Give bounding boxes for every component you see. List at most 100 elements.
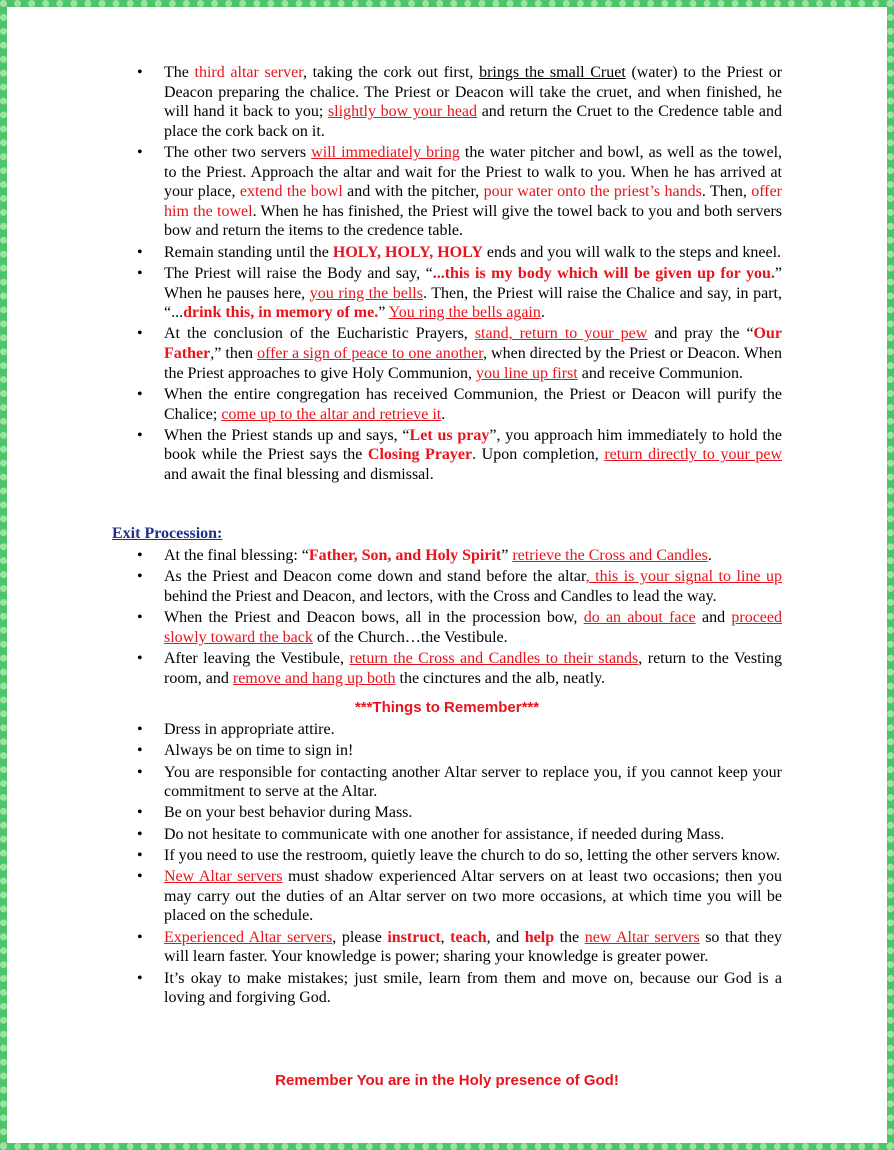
text-run: As the Priest and Deacon come down and s…: [164, 568, 586, 586]
list-item: At the conclusion of the Eucharistic Pra…: [137, 324, 783, 383]
list-item: Always be on time to sign in!: [137, 741, 782, 761]
text-run: . When he has finished, the Priest will …: [164, 202, 783, 240]
text-run: and pray the “: [647, 325, 754, 343]
list-item: Experienced Altar servers, please instru…: [137, 928, 783, 967]
text-run: brings the small Cruet: [479, 64, 626, 81]
text-run: return the Cross and Candles to their st…: [349, 650, 639, 668]
list-item: Be on your best behavior during Mass.: [137, 803, 782, 823]
list-item: When the Priest stands up and says, “Let…: [137, 426, 782, 485]
list-item: It’s okay to make mistakes; just smile, …: [137, 969, 782, 1008]
text-run: pour water onto the priest’s hands: [483, 183, 702, 201]
text-run: the cinctures and the alb, neatly.: [395, 669, 606, 687]
text-run: At the final blessing: “: [164, 547, 309, 564]
text-run: Father, Son, and Holy Spirit: [308, 547, 502, 564]
text-run: . Upon completion,: [472, 446, 605, 464]
list-item: The third altar server, taking the cork …: [137, 63, 783, 141]
text-run: , when directed by the Priest or Deacon.…: [164, 345, 783, 382]
text-run: teach: [450, 928, 487, 946]
list-item: You are responsible for contacting anoth…: [137, 763, 782, 802]
text-run: proceed slowly toward the back: [164, 609, 783, 646]
text-run: behind the Priest and Deacon, and lector…: [164, 587, 717, 605]
text-run: and with the pitcher,: [342, 183, 484, 201]
text-run: When the entire congregation has receive…: [164, 385, 782, 423]
text-run: . Then, the Priest will raise the Chalic…: [164, 284, 782, 322]
text-run: , return to the Vesting room, and: [164, 650, 783, 687]
text-run: and return the Cruet to the Credence tab…: [164, 103, 783, 140]
text-run: drink this, in memory of me.: [183, 304, 379, 322]
text-run: ...this is my body which will be given u…: [432, 265, 775, 282]
text-run: ”: [501, 547, 513, 564]
text-run: ”: [378, 304, 389, 322]
text-run: The other two servers: [164, 144, 312, 162]
text-run: offer a sign of peace to one another: [257, 345, 483, 363]
text-run: After leaving the Vestibule,: [164, 650, 350, 668]
text-run: instruct: [387, 928, 441, 946]
text-run: You are responsible for contacting anoth…: [164, 763, 782, 801]
list-item: The Priest will raise the Body and say, …: [137, 264, 782, 323]
text-run: slightly bow your head: [327, 103, 478, 121]
text-run: .: [441, 405, 446, 423]
text-run: ”, you approach him immediately to hold …: [164, 426, 782, 464]
text-run: must shadow experienced Altar servers on…: [164, 868, 783, 925]
closing-statement: Remember You are in the Holy presence of…: [275, 1072, 619, 1089]
text-run: third altar server: [194, 64, 303, 81]
text-run: remove and hang up both: [232, 669, 396, 687]
list-item: If you need to use the restroom, quietly…: [137, 846, 782, 866]
text-run: You ring the bells again: [388, 304, 541, 322]
text-run: Let us pray: [409, 426, 490, 444]
list-item: Do not hesitate to communicate with one …: [137, 825, 782, 845]
text-run: you ring the bells: [309, 284, 423, 302]
text-run: extend the bowl: [239, 183, 343, 201]
text-run: Do not hesitate to communicate with one …: [164, 825, 725, 843]
text-run: If you need to use the restroom, quietly…: [164, 847, 781, 864]
text-run: do an about face: [583, 609, 696, 627]
list-item: When the Priest and Deacon bows, all in …: [137, 608, 783, 647]
mass-duties-list: The third altar server, taking the cork …: [0, 63, 782, 486]
list-item: At the final blessing: “Father, Son, and…: [137, 546, 782, 566]
exit-procession-heading: Exit Procession:: [112, 525, 223, 542]
text-run: Closing Prayer: [367, 446, 473, 464]
text-run: return directly to your pew: [604, 446, 782, 464]
list-item: As the Priest and Deacon come down and s…: [137, 567, 782, 606]
text-run: Our Father: [164, 325, 782, 363]
text-run: The: [164, 64, 195, 81]
text-run: It’s okay to make mistakes; just smile, …: [164, 969, 782, 1007]
text-run: HOLY, HOLY, HOLY: [332, 243, 483, 261]
text-run: .: [540, 304, 545, 322]
text-run: of the Church…the Vestibule.: [312, 628, 508, 646]
text-run: Dress in appropriate attire.: [164, 721, 335, 738]
text-run: the: [554, 928, 585, 946]
text-run: , and: [486, 928, 525, 946]
text-run: Experienced Altar servers: [164, 928, 333, 946]
text-run: will immediately bring: [311, 144, 460, 162]
text-run: New Altar servers: [164, 868, 283, 886]
things-to-remember-list: Dress in appropriate attire. Always be on…: [0, 720, 782, 1010]
text-run: new Altar servers: [584, 928, 700, 946]
text-run: you line up first: [475, 364, 578, 382]
text-run: retrieve the Cross and Candles: [512, 547, 708, 564]
exit-procession-list: At the final blessing: “Father, Son, and…: [0, 546, 782, 690]
list-item: After leaving the Vestibule, return the …: [137, 649, 783, 688]
text-run: When the Priest and Deacon bows, all in …: [164, 609, 584, 627]
list-item: Dress in appropriate attire.: [137, 720, 782, 740]
text-run: so that they will learn faster. Your kno…: [164, 928, 783, 966]
text-run: help: [524, 928, 555, 946]
text-run: ,: [440, 928, 451, 946]
list-item: The other two servers will immediately b…: [137, 143, 783, 241]
text-run: stand, return to your pew: [474, 325, 648, 343]
text-run: (water) to the Priest or Deacon preparin…: [164, 64, 783, 121]
text-run: come up to the altar and retrieve it: [221, 405, 442, 423]
text-run: Always be on time to sign in!: [164, 742, 354, 760]
text-run: the water pitcher and bowl, as well as t…: [164, 144, 783, 201]
text-run: At the conclusion of the Eucharistic Pra…: [164, 325, 475, 343]
text-run: , this is your signal to line up: [585, 568, 782, 586]
text-run: .: [707, 547, 712, 564]
text-run: When the Priest stands up and says, “: [164, 426, 410, 444]
text-run: Be on your best behavior during Mass.: [164, 804, 413, 822]
list-item: Remain standing until the HOLY, HOLY, HO…: [137, 243, 782, 263]
text-run: ends and you will walk to the steps and …: [482, 243, 782, 261]
text-run: , please: [332, 928, 388, 946]
text-run: and: [695, 609, 732, 627]
things-to-remember-heading: ***Things to Remember***: [354, 699, 540, 716]
text-run: ,” then: [210, 345, 258, 363]
